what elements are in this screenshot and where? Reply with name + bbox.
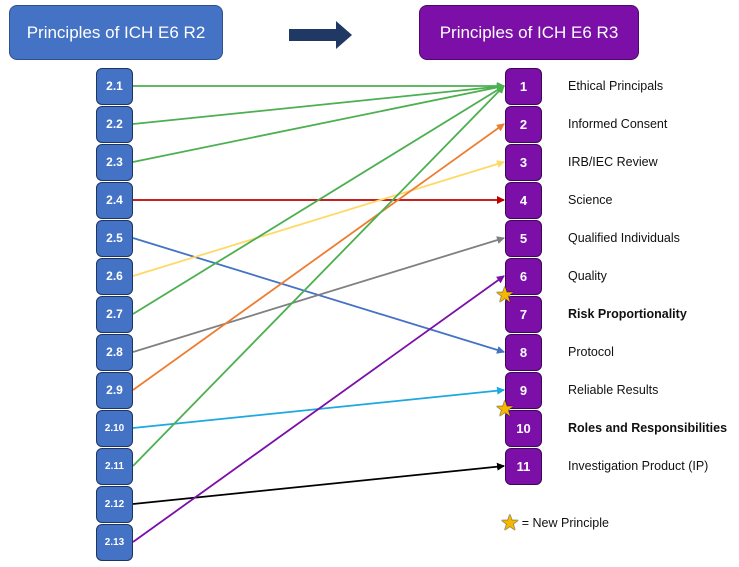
new-principle-star-icon: ★ — [495, 282, 515, 307]
r3-principle-label: Protocol — [568, 345, 614, 359]
r3-principle-label: Qualified Individuals — [568, 231, 680, 245]
r2-principle-box: 2.4 — [96, 181, 133, 219]
mapping-arrow-2.9-to-2 — [132, 123, 505, 391]
r3-principle-box: 1 — [505, 67, 542, 105]
r2-principle-box: 2.3 — [96, 143, 133, 181]
r3-principle-box: 5 — [505, 219, 542, 257]
legend-text: = New Principle — [521, 516, 609, 530]
r3-principle-label: Reliable Results — [568, 383, 659, 397]
mapping-arrow-2.2-to-1 — [132, 82, 505, 125]
r3-principle-label: IRB/IEC Review — [568, 155, 658, 169]
r2-principle-box: 2.8 — [96, 333, 133, 371]
r3-principle-label: Investigation Product (IP) — [568, 459, 709, 473]
r3-principle-label: Roles and Responsibilities — [568, 421, 728, 435]
r2-principle-box: 2.6 — [96, 257, 133, 295]
star-icon: ★ — [500, 510, 520, 535]
r2-principle-box: 2.1 — [96, 67, 133, 105]
r2-principle-box: 2.7 — [96, 295, 133, 333]
r3-principle-label: Risk Proportionality — [568, 307, 687, 321]
r3-principle-box: 10 — [505, 409, 542, 447]
mapping-arrow-2.6-to-3 — [132, 160, 505, 277]
mapping-arrow-2.3-to-1 — [132, 83, 505, 163]
new-principle-star-icon: ★ — [495, 396, 515, 421]
mapping-arrow-2.8-to-5 — [132, 236, 505, 353]
r3-principle-box: 7 — [505, 295, 542, 333]
mapping-arrow-2.13-to-6 — [132, 275, 505, 543]
r3-title: Principles of ICH E6 R3 — [419, 5, 639, 60]
mapping-arrow-2.11-to-1 — [132, 85, 505, 467]
r2-principle-box: 2.12 — [96, 485, 133, 523]
r2-principle-box: 2.2 — [96, 105, 133, 143]
r3-principle-box: 11 — [505, 447, 542, 485]
mapping-arrow-2.12-to-11 — [132, 462, 505, 505]
r3-principle-box: 4 — [505, 181, 542, 219]
r3-principle-box: 8 — [505, 333, 542, 371]
legend: ★ = New Principle — [500, 512, 609, 534]
r3-principle-box: 3 — [505, 143, 542, 181]
r2-principle-box: 2.13 — [96, 523, 133, 561]
r3-principle-label: Ethical Principals — [568, 79, 664, 93]
r3-principle-label: Informed Consent — [568, 117, 668, 131]
r2-title: Principles of ICH E6 R2 — [9, 5, 223, 60]
r3-principle-box: 2 — [505, 105, 542, 143]
transition-arrow-icon — [289, 21, 352, 49]
r2-principle-box: 2.10 — [96, 409, 133, 447]
r3-principle-label: Science — [568, 193, 613, 207]
r3-principle-box: 6 — [505, 257, 542, 295]
r3-principle-box: 9 — [505, 371, 542, 409]
r3-principle-label: Quality — [568, 269, 607, 283]
r2-principle-box: 2.11 — [96, 447, 133, 485]
r2-principle-box: 2.5 — [96, 219, 133, 257]
mapping-arrow-2.7-to-1 — [132, 85, 505, 315]
r2-principle-box: 2.9 — [96, 371, 133, 409]
